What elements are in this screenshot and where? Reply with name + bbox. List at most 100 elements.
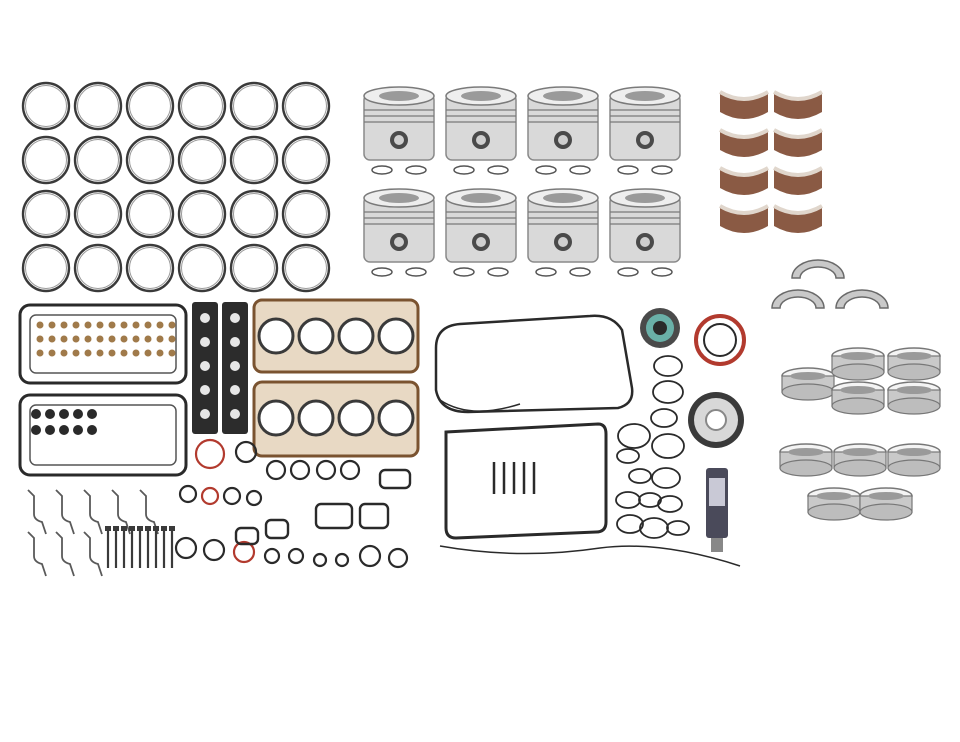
small-gasket bbox=[314, 502, 354, 530]
piston bbox=[363, 86, 435, 175]
wrist-pin-clip bbox=[535, 267, 557, 277]
cylinder-bore bbox=[377, 317, 415, 355]
main-bearing bbox=[833, 443, 887, 477]
injector-line bbox=[83, 531, 103, 577]
wrist-pin-clip bbox=[617, 267, 639, 277]
piston-ring bbox=[125, 243, 175, 293]
cylinder-bore bbox=[337, 317, 375, 355]
o-ring bbox=[666, 520, 690, 536]
piston-ring bbox=[125, 81, 175, 131]
wrist-pin-clip bbox=[405, 267, 427, 277]
cylinder-bore bbox=[257, 317, 295, 355]
wrist-pin-clip bbox=[651, 165, 673, 175]
port-gaskets bbox=[192, 302, 248, 434]
head-gasket-upper bbox=[252, 298, 420, 374]
wrist-pin-clip bbox=[487, 267, 509, 277]
piston-ring bbox=[177, 135, 227, 185]
o-ring-assortment bbox=[615, 355, 690, 539]
piston-ring bbox=[281, 243, 331, 293]
wrist-pin-clip bbox=[535, 165, 557, 175]
piston-ring bbox=[73, 189, 123, 239]
main-bearing bbox=[887, 381, 941, 415]
piston-ring bbox=[21, 135, 71, 185]
small-gasket bbox=[202, 538, 226, 562]
piston bbox=[363, 188, 435, 277]
sealant-tube bbox=[706, 468, 728, 552]
small-gasket bbox=[234, 440, 258, 464]
main-bearings-group bbox=[779, 347, 941, 521]
piston-ring bbox=[229, 243, 279, 293]
o-ring bbox=[653, 355, 683, 377]
main-bearing bbox=[807, 487, 861, 521]
piston-ring bbox=[73, 243, 123, 293]
small-gasket bbox=[222, 486, 242, 506]
small-gasket bbox=[245, 489, 263, 507]
small-gasket bbox=[265, 459, 287, 481]
piston-ring bbox=[177, 243, 227, 293]
rod-bearing bbox=[718, 90, 770, 119]
small-gasket bbox=[358, 544, 382, 568]
piston-rings-group bbox=[21, 81, 331, 293]
rear-main-seal bbox=[688, 392, 744, 448]
oil-pan-gasket-rect bbox=[444, 422, 608, 540]
o-ring bbox=[651, 433, 685, 459]
piston-ring bbox=[73, 81, 123, 131]
thrust-washer bbox=[835, 289, 889, 309]
small-gasket bbox=[174, 536, 198, 560]
wrist-pin-clip bbox=[617, 165, 639, 175]
cylinder-bore bbox=[337, 399, 375, 437]
front-crank-seal bbox=[640, 308, 680, 348]
piston-ring bbox=[21, 243, 71, 293]
head-gasket-lower bbox=[252, 380, 420, 458]
main-bearing bbox=[779, 443, 833, 477]
rod-bearing bbox=[772, 166, 824, 195]
injector-line bbox=[55, 531, 75, 577]
small-gasket bbox=[339, 459, 361, 481]
head-bolts bbox=[105, 526, 175, 568]
small-gasket bbox=[194, 438, 226, 470]
wrist-pin-clip bbox=[453, 267, 475, 277]
piston-ring bbox=[21, 81, 71, 131]
thrust-washers-group bbox=[771, 259, 889, 309]
wrist-pin-clip bbox=[371, 165, 393, 175]
o-ring bbox=[651, 467, 681, 489]
valve-cover-gasket-upper bbox=[18, 303, 188, 385]
o-ring bbox=[616, 448, 640, 464]
small-gasket bbox=[315, 459, 337, 481]
wrist-pin-clip bbox=[371, 267, 393, 277]
cylinder-bore bbox=[297, 399, 335, 437]
small-gasket bbox=[378, 468, 412, 490]
thrust-washer bbox=[771, 289, 825, 309]
piston bbox=[445, 188, 517, 277]
small-gasket bbox=[264, 518, 290, 540]
oil-pan-gasket-outline bbox=[434, 314, 634, 414]
main-bearing bbox=[831, 347, 885, 381]
rod-bearing bbox=[718, 166, 770, 195]
thrust-washer bbox=[791, 259, 845, 279]
small-gasket bbox=[387, 547, 409, 569]
o-ring bbox=[628, 468, 652, 484]
piston-ring bbox=[281, 81, 331, 131]
piston-ring bbox=[177, 81, 227, 131]
piston bbox=[609, 188, 681, 277]
piston-ring bbox=[229, 81, 279, 131]
piston bbox=[609, 86, 681, 175]
injector-line bbox=[83, 489, 103, 535]
piston-ring bbox=[281, 189, 331, 239]
small-gasket bbox=[358, 502, 390, 530]
small-gasket bbox=[200, 486, 220, 506]
rod-bearing bbox=[772, 204, 824, 233]
main-bearing bbox=[831, 381, 885, 415]
misc-small-gaskets bbox=[174, 438, 412, 569]
small-gasket bbox=[287, 547, 305, 565]
wrist-pin-clip bbox=[569, 165, 591, 175]
rod-bearing bbox=[718, 204, 770, 233]
small-gasket bbox=[263, 547, 281, 565]
main-bearing bbox=[887, 347, 941, 381]
piston-ring bbox=[177, 189, 227, 239]
o-ring bbox=[617, 423, 651, 449]
o-ring bbox=[615, 491, 641, 509]
small-gasket bbox=[312, 552, 328, 568]
main-bearing bbox=[859, 487, 913, 521]
